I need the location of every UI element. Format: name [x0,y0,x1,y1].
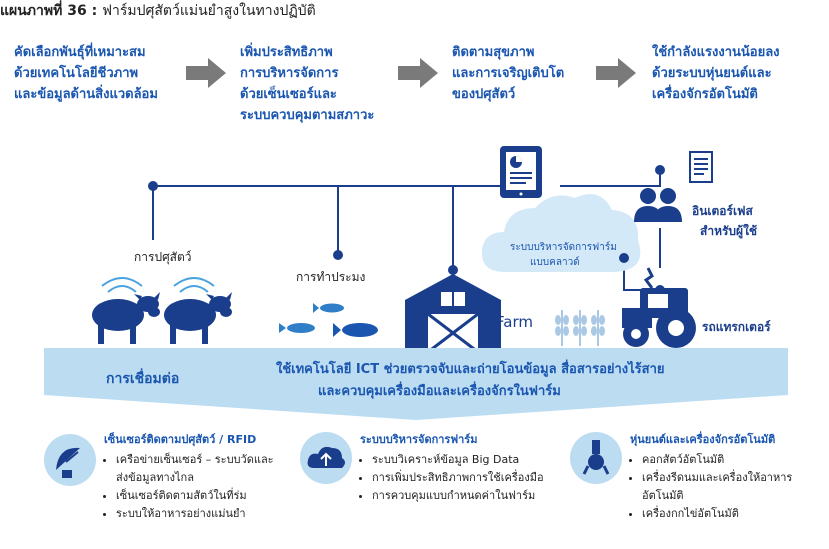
panel-farm-management: ระบบบริหารจัดการฟาร์ม ระบบวิเคราะห์ข้อมู… [360,430,544,505]
cloud-icon [481,194,641,272]
step-2-line-2: การบริหารจัดการ [240,66,339,81]
step-1-line-3: และข้อมูลด้านสิ่งแวดล้อม [14,87,158,102]
step-4: ใช้กำลังแรงงานน้อยลง ด้วยระบบหุ่นยนต์และ… [652,42,780,105]
cow-icon [92,292,160,344]
step-arrow-3-icon [596,58,636,88]
tractor-label: รถแทรกเตอร์ [702,320,771,334]
step-4-line-2: ด้วยระบบหุ่นยนต์และ [652,66,772,81]
document-icon [689,151,713,183]
step-3-line-3: ของปศุสัตว์ [452,87,516,102]
fish-icon [313,303,344,313]
panel-robotics-list: คอกสัตว์อัตโนมัติ เครื่องรีดนมและเครื่อง… [630,451,792,523]
cloud-upload-icon [300,432,352,484]
step-1-line-1: คัดเลือกพันธุ์ที่เหมาะสม [14,45,146,60]
list-item: อัตโนมัติ [642,489,684,502]
list-item: เซ็นเซอร์ติดตามสัตว์ในที่ร่ม [116,487,274,505]
list-item: ระบบให้อาหารอย่างแม่นยำ [116,505,274,523]
step-1-line-2: ด้วยเทคโนโลยีชีวภาพ [14,66,139,81]
connectivity-label: การเชื่อมต่อ [106,371,180,387]
step-arrow-1-icon [186,58,226,88]
cloud-label-line-1: ระบบบริหารจัดการฟาร์ม [510,242,617,253]
fish-icon [333,323,378,337]
list-item: เครื่องรีดนมและเครื่องให้อาหาร [642,469,792,487]
interface-label-line-1: อินเตอร์เฟส [692,204,753,218]
fishery-label: การทำประมง [296,270,366,284]
list-item: ส่งข้อมูลทางไกล [116,471,194,484]
step-arrow-2-icon [398,58,438,88]
panel-robotics-title: หุ่นยนต์และเครื่องจักรอัตโนมัติ [630,433,776,446]
signal-icon [101,277,215,293]
wheat-icon [561,310,599,346]
step-4-line-1: ใช้กำลังแรงงานน้อยลง [652,45,780,60]
list-item: การควบคุมแบบกำหนดค่าในฟาร์ม [372,487,544,505]
figure-number: แผนภาพที่ 36 : [0,3,98,19]
livestock-label: การปศุสัตว์ [134,250,192,264]
panel-farm-management-title: ระบบบริหารจัดการฟาร์ม [360,433,478,446]
step-3-line-2: และการเจริญเติบโต [452,66,565,81]
figure-title: แผนภาพที่ 36 : ฟาร์มปศุสัตว์แม่นยำสูงในท… [0,0,829,22]
barn-icon [405,274,501,354]
panel-farm-management-list: ระบบวิเคราะห์ข้อมูล Big Data การเพิ่มประ… [360,451,544,505]
farm-label: Farm [496,313,533,331]
connector-dots [148,165,665,295]
step-1: คัดเลือกพันธุ์ที่เหมาะสม ด้วยเทคโนโลยีชี… [14,42,158,105]
tractor-icon [622,267,696,348]
panel-livestock-sensors-title: เซ็นเซอร์ติดตามปศุสัตว์ / RFID [104,433,257,446]
ict-band [44,348,788,420]
list-item: เครื่องกกไข่อัตโนมัติ [642,505,792,523]
panel-livestock-sensors: เซ็นเซอร์ติดตามปศุสัตว์ / RFID เครือข่าย… [104,430,274,523]
panel-robotics: หุ่นยนต์และเครื่องจักรอัตโนมัติ คอกสัตว์… [630,430,792,523]
list-item: การเพิ่มประสิทธิภาพการใช้เครื่องมือ [372,469,544,487]
step-2: เพิ่มประสิทธิภาพ การบริหารจัดการ ด้วยเซ็… [240,42,374,126]
satellite-dish-icon [44,434,96,486]
list-item: คอกสัตว์อัตโนมัติ [642,451,792,469]
step-2-line-3: ด้วยเซ็นเซอร์และ [240,87,337,102]
step-4-line-3: เครื่องจักรอัตโนมัติ [652,87,758,102]
cow-icon [164,292,232,344]
ict-description-line-1: ใช้เทคโนโลยี ICT ช่วยตรวจจับและถ่ายโอนข้… [276,362,665,377]
panel-livestock-sensors-list: เครือข่ายเซ็นเซอร์ – ระบบวัดและ ส่งข้อมู… [104,451,274,523]
list-item: ระบบวิเคราะห์ข้อมูล Big Data [372,451,544,469]
figure-title-text: ฟาร์มปศุสัตว์แม่นยำสูงในทางปฏิบัติ [102,3,316,19]
fish-icon [279,323,315,333]
users-icon [634,188,682,222]
ict-description-line-2: และควบคุมเครื่องมือและเครื่องจักรในฟาร์ม [318,384,561,399]
robot-arm-icon [570,432,622,484]
step-2-line-4: ระบบควบคุมตามสภาวะ [240,108,375,123]
step-3: ติดตามสุขภาพ และการเจริญเติบโต ของปศุสัต… [452,42,564,105]
tablet-icon [500,146,542,198]
step-3-line-1: ติดตามสุขภาพ [452,45,535,60]
step-2-line-1: เพิ่มประสิทธิภาพ [240,45,333,60]
cloud-label-line-2: แบบคลาวด์ [530,257,580,268]
list-item: เครือข่ายเซ็นเซอร์ – ระบบวัดและ [116,451,274,469]
interface-label-line-2: สำหรับผู้ใช้ [700,224,758,238]
